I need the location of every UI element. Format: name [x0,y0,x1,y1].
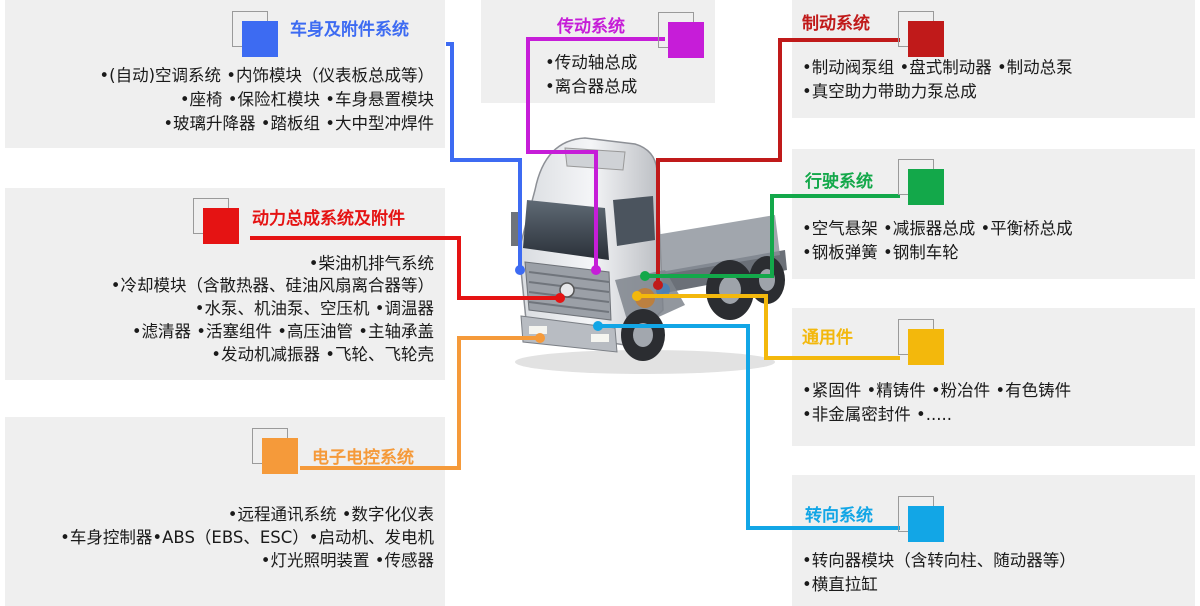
electronic-system-item: •远程通讯系统 •数字化仪表 [227,505,434,524]
brake-system-item: •制动阀泵组 •盘式制动器 •制动总泵 [802,58,1073,77]
transmission-system-icon [658,12,704,58]
body-system-title: 车身及附件系统 [290,20,409,40]
connector-common [637,294,900,360]
electronic-system-title: 电子电控系统 [312,448,414,468]
connector-drive [645,194,900,278]
drive-system-item: •空气悬架 •减振器总成 •平衡桥总成 [802,219,1073,238]
connector-brake [656,38,900,285]
panel-electronic-system [5,417,445,606]
steering-system-icon-fill [908,506,944,542]
electronic-system-item: •灯光照明装置 •传感器 [260,551,434,570]
power-system-item: •水泵、机油泵、空压机 •调温器 [194,299,434,318]
connector-transmission-dot [591,265,601,275]
common-parts-title: 通用件 [802,328,853,348]
power-system-item: •柴油机排气系统 [308,254,434,273]
brake-system-icon-fill [908,21,944,57]
connector-transmission [526,37,665,270]
steering-system-item: •转向器模块（含转向柱、随动器等） [802,551,1076,570]
panel-brake-system [792,0,1195,118]
brake-system-item: •真空助力带助力泵总成 [802,82,977,101]
connector-body [446,42,522,270]
brake-system-icon [898,11,944,57]
power-system-item: •发动机减振器 •飞轮、飞轮壳 [211,345,434,364]
drive-system-title: 行驶系统 [805,172,873,192]
panel-common-parts [792,308,1195,446]
connector-drive-dot [640,271,650,281]
power-system-title: 动力总成系统及附件 [252,209,405,229]
connector-steering-dot [593,321,603,331]
connector-steering [598,324,900,530]
body-system-icon [232,11,278,57]
power-system-icon-fill [203,208,239,244]
connector-common-dot [632,291,642,301]
drive-system-icon-fill [908,169,944,205]
common-parts-icon-fill [908,329,944,365]
common-parts-icon [898,319,944,365]
body-system-item: •玻璃升降器 •踏板组 •大中型冲焊件 [163,114,434,133]
electronic-system-icon [252,428,298,474]
transmission-system-icon-fill [668,22,704,58]
drive-system-item: •钢板弹簧 •钢制车轮 [802,243,959,262]
steering-system-title: 转向系统 [805,506,873,526]
common-parts-item: •紧固件 •精铸件 •粉冶件 •有色铸件 [802,381,1072,400]
transmission-system-item: •传动轴总成 [545,53,638,72]
body-system-item: •(自动)空调系统 •内饰模块（仪表板总成等） [99,66,434,85]
connector-electronic-dot [535,333,545,343]
steering-system-icon [898,496,944,542]
panel-steering-system [792,475,1195,606]
power-system-item: •冷却模块（含散热器、硅油风扇离合器等） [110,276,434,295]
body-system-item: •座椅 •保险杠模块 •车身悬置模块 [179,90,434,109]
body-system-icon-fill [242,21,278,57]
power-system-item: •滤清器 •活塞组件 •高压油管 •主轴承盖 [131,322,434,341]
panel-body-system [5,0,445,148]
electronic-system-item: •车身控制器•ABS（EBS、ESC）•启动机、发电机 [60,528,434,547]
connector-electronic [300,336,540,470]
transmission-system-title: 传动系统 [557,17,625,37]
connector-body-dot [515,265,525,275]
electronic-system-icon-fill [262,438,298,474]
connector-power [250,236,560,300]
brake-system-title: 制动系统 [802,14,870,34]
common-parts-item: •非金属密封件 •..... [802,405,952,424]
panel-drive-system [792,149,1195,279]
drive-system-icon [898,159,944,205]
steering-system-item: •横直拉缸 [802,575,878,594]
power-system-icon [193,198,239,244]
connector-brake-dot [653,280,663,290]
connector-power-dot [555,293,565,303]
transmission-system-item: •离合器总成 [545,77,638,96]
